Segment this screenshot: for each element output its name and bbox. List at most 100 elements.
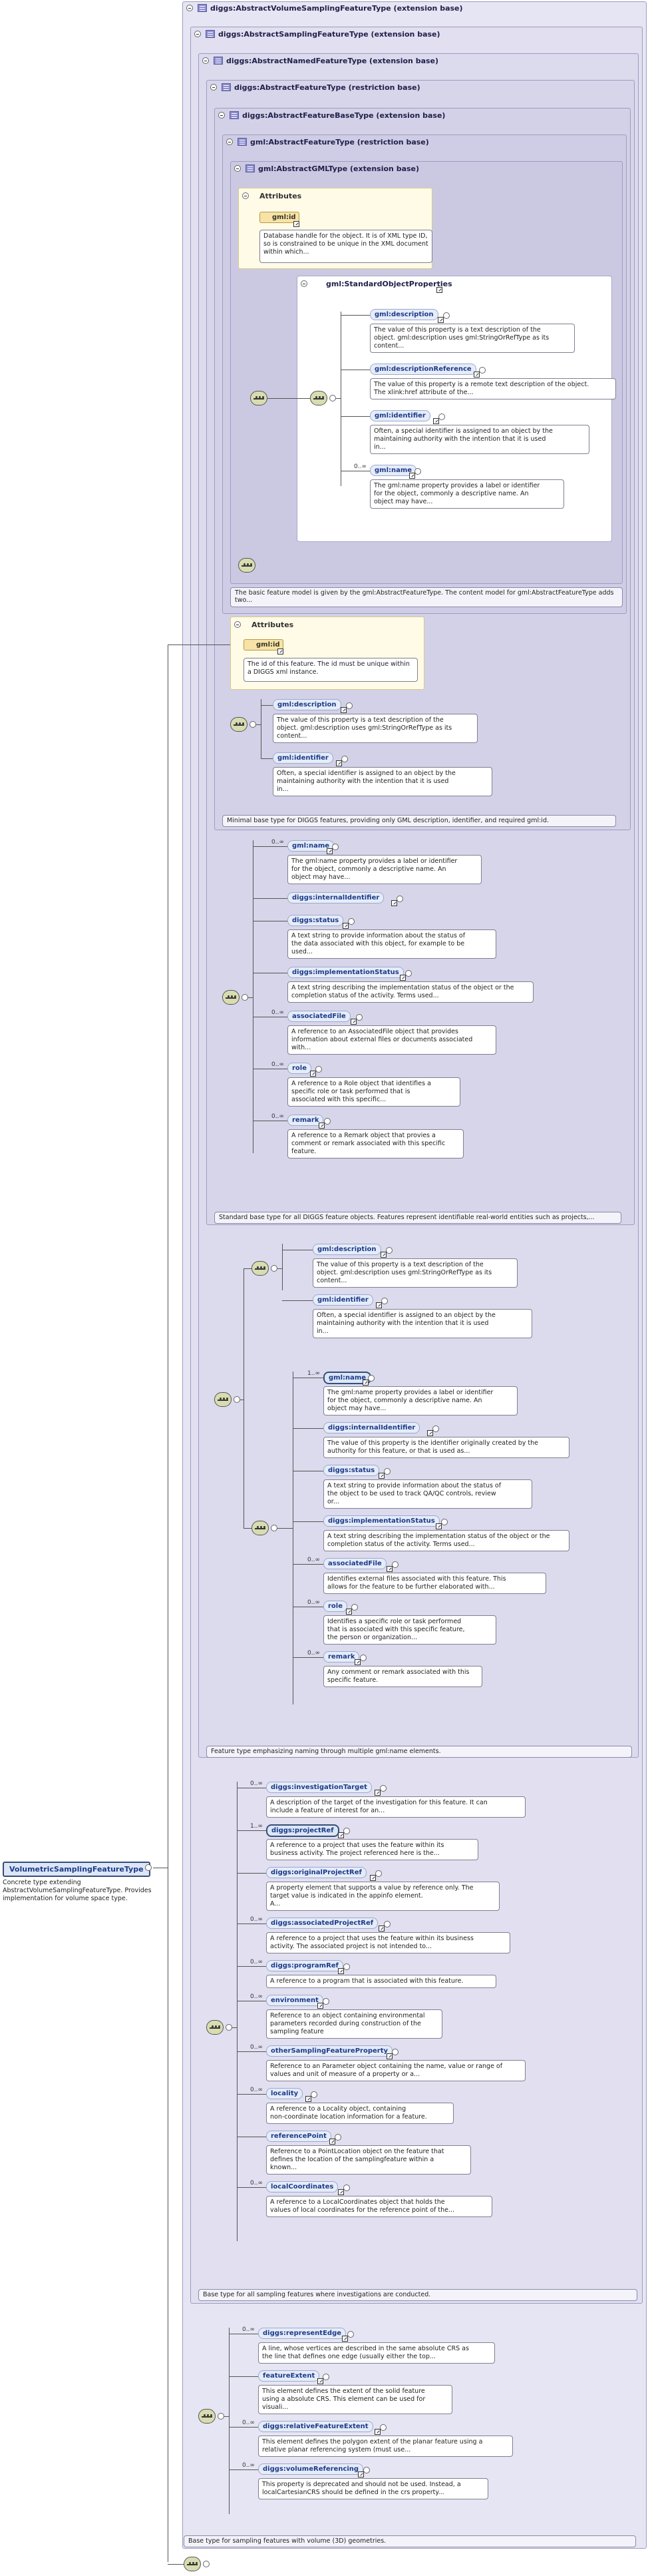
expand-toggle[interactable] bbox=[351, 1604, 358, 1611]
expand-toggle[interactable] bbox=[384, 1921, 391, 1928]
schema-element[interactable]: diggs:originalProjectRef bbox=[266, 1867, 367, 1878]
link-icon[interactable] bbox=[358, 2471, 364, 2477]
attribute-gml-id[interactable]: gml:id bbox=[259, 212, 299, 223]
schema-element[interactable]: diggs:programRef bbox=[266, 1960, 343, 1971]
collapse-toggle[interactable] bbox=[242, 192, 249, 199]
link-icon[interactable] bbox=[343, 923, 349, 929]
link-icon[interactable] bbox=[327, 848, 333, 854]
schema-element[interactable]: gml:description bbox=[370, 309, 438, 320]
expand-toggle[interactable] bbox=[392, 2049, 399, 2055]
schema-element[interactable]: gml:description bbox=[313, 1244, 381, 1255]
expand-toggle[interactable] bbox=[375, 1870, 382, 1877]
schema-element[interactable]: diggs:implementationStatus bbox=[323, 1515, 440, 1527]
link-icon[interactable] bbox=[363, 1380, 369, 1386]
expand-toggle[interactable] bbox=[479, 367, 486, 374]
expand-toggle[interactable] bbox=[324, 1118, 331, 1125]
link-icon[interactable] bbox=[336, 760, 342, 766]
expand-toggle[interactable] bbox=[343, 1963, 350, 1970]
link-icon[interactable] bbox=[400, 975, 406, 981]
expand-toggle[interactable] bbox=[384, 1468, 391, 1475]
link-icon[interactable] bbox=[375, 1790, 381, 1796]
expand-toggle[interactable] bbox=[405, 970, 412, 977]
link-icon[interactable] bbox=[319, 1123, 325, 1129]
expand-toggle[interactable] bbox=[343, 2185, 350, 2191]
schema-element[interactable]: diggs:status bbox=[323, 1465, 380, 1476]
link-icon[interactable] bbox=[329, 2139, 335, 2145]
collapse-toggle[interactable] bbox=[218, 112, 225, 119]
schema-element[interactable]: diggs:internalIdentifier bbox=[287, 892, 385, 903]
expand-toggle[interactable] bbox=[368, 1375, 375, 1382]
expand-toggle[interactable] bbox=[234, 1396, 240, 1403]
link-icon[interactable] bbox=[391, 900, 397, 906]
link-icon[interactable] bbox=[427, 1430, 433, 1436]
expand-toggle[interactable] bbox=[392, 1561, 399, 1568]
link-icon[interactable] bbox=[379, 1926, 385, 1932]
attribute-gml-id[interactable]: gml:id bbox=[243, 639, 283, 650]
expand-toggle[interactable] bbox=[346, 702, 353, 709]
schema-element[interactable]: otherSamplingFeatureProperty bbox=[266, 2045, 393, 2057]
schema-element[interactable]: diggs:implementationStatus bbox=[287, 967, 404, 978]
schema-element[interactable]: diggs:associatedProjectRef bbox=[266, 1918, 379, 1929]
expand-toggle[interactable] bbox=[438, 413, 445, 420]
schema-element[interactable]: environment bbox=[266, 1995, 323, 2006]
schema-element[interactable]: gml:identifier bbox=[273, 752, 333, 764]
expand-toggle[interactable] bbox=[360, 1655, 367, 1661]
schema-element[interactable]: associatedFile bbox=[323, 1558, 387, 1569]
link-icon[interactable] bbox=[387, 2053, 393, 2059]
expand-toggle[interactable] bbox=[363, 2467, 370, 2473]
expand-toggle[interactable] bbox=[414, 468, 421, 475]
collapse-toggle[interactable] bbox=[226, 138, 233, 145]
schema-element[interactable]: gml:descriptionReference bbox=[370, 364, 476, 375]
root-element[interactable]: VolumetricSamplingFeatureType bbox=[3, 1862, 150, 1877]
schema-element[interactable]: diggs:projectRef bbox=[266, 1824, 339, 1837]
expand-toggle[interactable] bbox=[347, 2331, 354, 2338]
schema-element[interactable]: remark bbox=[323, 1651, 360, 1663]
link-icon[interactable] bbox=[409, 473, 415, 479]
schema-element[interactable]: referencePoint bbox=[266, 2131, 331, 2142]
schema-element[interactable]: role bbox=[323, 1601, 348, 1612]
schema-element[interactable]: diggs:volumeReferencing bbox=[258, 2463, 364, 2475]
link-icon[interactable] bbox=[436, 1523, 442, 1529]
link-icon[interactable] bbox=[433, 418, 439, 424]
link-icon[interactable] bbox=[355, 1659, 361, 1665]
expand-toggle[interactable] bbox=[348, 918, 355, 925]
link-icon[interactable] bbox=[376, 1302, 382, 1308]
link-icon[interactable] bbox=[342, 2336, 348, 2342]
collapse-toggle[interactable] bbox=[234, 621, 241, 628]
expand-toggle[interactable] bbox=[203, 2561, 210, 2567]
expand-toggle[interactable] bbox=[332, 844, 339, 850]
schema-element[interactable]: role bbox=[287, 1063, 312, 1074]
schema-element[interactable]: gml:description bbox=[273, 699, 341, 710]
expand-toggle[interactable] bbox=[386, 1247, 393, 1254]
link-icon[interactable] bbox=[338, 1832, 344, 1838]
collapse-toggle[interactable] bbox=[202, 57, 209, 64]
collapse-toggle[interactable] bbox=[234, 165, 241, 172]
expand-toggle[interactable] bbox=[381, 1298, 388, 1304]
schema-element[interactable]: gml:name bbox=[323, 1372, 372, 1384]
link-icon[interactable] bbox=[375, 2429, 381, 2435]
link-icon[interactable] bbox=[317, 2378, 323, 2384]
expand-toggle[interactable] bbox=[323, 1998, 329, 2005]
link-icon[interactable] bbox=[277, 648, 283, 654]
expand-toggle[interactable] bbox=[441, 1519, 448, 1525]
schema-element[interactable]: locality bbox=[266, 2088, 303, 2099]
link-icon[interactable] bbox=[341, 707, 347, 713]
schema-element[interactable]: diggs:investigationTarget bbox=[266, 1782, 372, 1793]
link-icon[interactable] bbox=[474, 372, 480, 378]
link-icon[interactable] bbox=[310, 1071, 316, 1077]
link-icon[interactable] bbox=[379, 1473, 385, 1479]
link-icon[interactable] bbox=[438, 317, 444, 323]
link-icon[interactable] bbox=[338, 2189, 344, 2195]
expand-toggle[interactable] bbox=[432, 1425, 439, 1432]
link-icon[interactable] bbox=[387, 1566, 393, 1572]
expand-toggle[interactable] bbox=[397, 896, 403, 902]
schema-element[interactable]: localCoordinates bbox=[266, 2181, 339, 2192]
schema-element[interactable]: associatedFile bbox=[287, 1011, 351, 1022]
expand-toggle[interactable] bbox=[380, 2424, 387, 2431]
schema-element[interactable]: featureExtent bbox=[258, 2370, 320, 2382]
collapse-toggle[interactable] bbox=[194, 31, 201, 37]
expand-toggle[interactable] bbox=[380, 1785, 387, 1792]
link-icon[interactable] bbox=[338, 1968, 344, 1974]
expand-toggle[interactable] bbox=[343, 1828, 350, 1834]
expand-toggle[interactable] bbox=[341, 756, 348, 762]
